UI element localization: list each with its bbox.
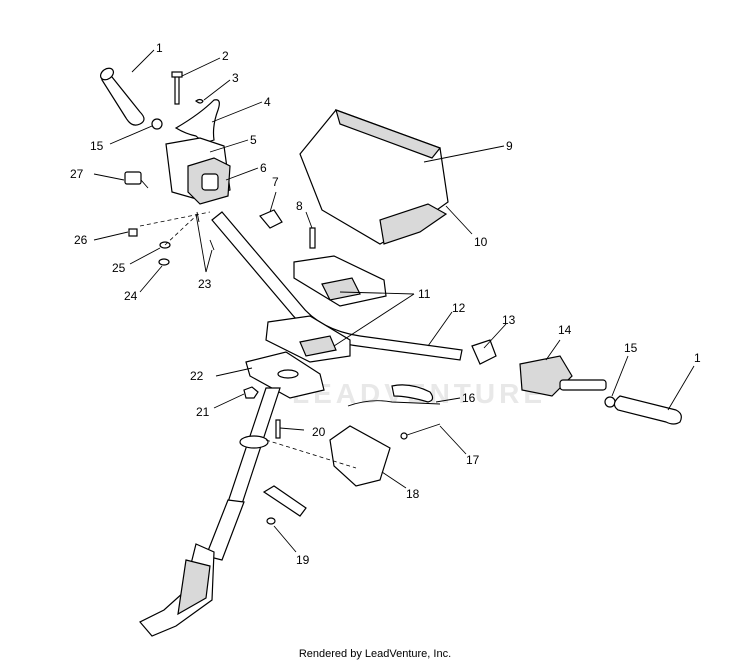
switch[interactable]: [124, 171, 149, 189]
bolt-8[interactable]: [309, 227, 316, 249]
washer[interactable]: [158, 258, 170, 266]
callout-11: 11: [418, 287, 431, 301]
callout-21: 21: [196, 405, 210, 419]
clip[interactable]: [195, 98, 204, 104]
callout-labels: 1 2 3 4 15 5 6 27 7 8 9 10 26 25 24 23 1…: [70, 41, 701, 567]
clip-7[interactable]: [259, 209, 283, 229]
bolt[interactable]: [171, 71, 183, 105]
footer-credit: Rendered by LeadVenture, Inc.: [298, 648, 452, 660]
callout-17: 17: [466, 453, 480, 467]
callout-15-right: 15: [624, 341, 638, 355]
end-cap-right[interactable]: [604, 396, 616, 408]
callout-8: 8: [296, 199, 303, 213]
right-grip[interactable]: [613, 395, 682, 425]
callout-15: 15: [90, 139, 104, 153]
nut-19[interactable]: [266, 517, 276, 525]
callout-5: 5: [250, 133, 257, 147]
callout-23: 23: [198, 277, 212, 291]
callout-24: 24: [124, 289, 138, 303]
callout-27: 27: [70, 167, 84, 181]
brake-switch[interactable]: [471, 339, 497, 365]
right-control-housing[interactable]: [519, 355, 607, 397]
brake-lever[interactable]: [174, 99, 220, 142]
end-cap-left[interactable]: [151, 118, 163, 130]
callout-19: 19: [296, 553, 310, 567]
callout-1-right: 1: [694, 351, 701, 365]
lower-clamp[interactable]: [265, 315, 351, 363]
screw[interactable]: [209, 239, 215, 251]
nut[interactable]: [128, 228, 138, 237]
callout-7: 7: [272, 175, 279, 189]
callout-4: 4: [264, 95, 271, 109]
callout-10: 10: [474, 235, 488, 249]
callout-25: 25: [112, 261, 126, 275]
bracket-18[interactable]: [329, 425, 391, 487]
handlebar-pod[interactable]: [299, 109, 449, 245]
nut-21[interactable]: [243, 386, 259, 399]
callout-14: 14: [558, 323, 572, 337]
upper-clamp[interactable]: [293, 255, 387, 307]
callout-3: 3: [232, 71, 239, 85]
callout-18: 18: [406, 487, 420, 501]
callout-12: 12: [452, 301, 466, 315]
callout-1: 1: [156, 41, 163, 55]
wire-17[interactable]: [403, 423, 441, 437]
retainer-ring[interactable]: [239, 435, 269, 449]
callout-6: 6: [260, 161, 267, 175]
leader-lines: [93, 49, 695, 553]
callout-9: 9: [506, 139, 513, 153]
callout-13: 13: [502, 313, 516, 327]
screw-20[interactable]: [275, 419, 281, 439]
callout-22: 22: [190, 369, 204, 383]
pin-19[interactable]: [262, 485, 307, 517]
callout-2: 2: [222, 49, 229, 63]
callout-20: 20: [312, 425, 326, 439]
callout-26: 26: [74, 233, 88, 247]
left-grip[interactable]: [98, 66, 145, 126]
callout-16: 16: [462, 391, 476, 405]
throttle-housing[interactable]: [165, 137, 231, 205]
cable-16[interactable]: [391, 384, 434, 403]
screw[interactable]: [196, 211, 200, 223]
